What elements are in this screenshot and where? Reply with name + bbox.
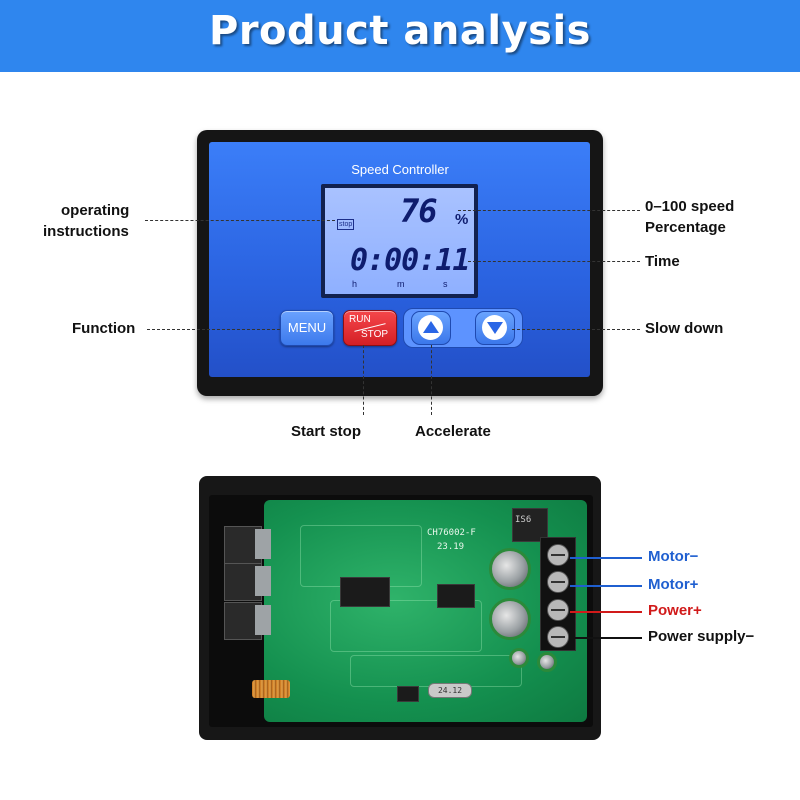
label-operating-line1: operating xyxy=(61,202,130,219)
label-motor-plus: Motor+ xyxy=(648,576,699,593)
pcb-model-number: CH76002-F xyxy=(427,528,476,538)
label-operating-line2: instructions xyxy=(43,223,129,240)
panel-title: Speed Controller xyxy=(351,162,449,177)
driver-chip xyxy=(437,584,475,608)
label-start-stop: Start stop xyxy=(291,423,362,440)
terminal-screw xyxy=(547,571,569,593)
label-time: Time xyxy=(645,253,680,270)
lcd-speed-unit: % xyxy=(455,211,469,228)
relay-component xyxy=(512,508,548,542)
leader-accelerate xyxy=(431,345,432,415)
wire-motor-minus xyxy=(570,557,642,559)
label-slow-down: Slow down xyxy=(645,320,724,337)
lcd-unit-minutes: m xyxy=(397,279,405,289)
capacitor xyxy=(489,598,531,640)
screw-terminal-block xyxy=(540,537,576,651)
label-accelerate: Accelerate xyxy=(415,423,491,440)
antenna-coil xyxy=(252,680,290,698)
run-stop-button[interactable]: RUN STOP xyxy=(343,310,397,346)
leader-start-stop xyxy=(363,345,364,415)
leader-operating xyxy=(145,220,335,221)
terminal-screw xyxy=(547,626,569,648)
leader-function xyxy=(147,329,280,330)
mosfet-leads xyxy=(255,529,271,559)
wire-power-minus xyxy=(570,637,642,639)
mosfet-leads xyxy=(255,566,271,596)
microcontroller-chip xyxy=(340,577,390,607)
small-capacitor xyxy=(509,648,529,668)
lcd-speed-value: 76 xyxy=(400,192,438,230)
slow-down-button[interactable] xyxy=(475,311,515,345)
capacitor xyxy=(489,548,531,590)
label-power-plus: Power+ xyxy=(648,602,702,619)
leader-speed xyxy=(458,210,640,211)
accelerate-button[interactable] xyxy=(411,311,451,345)
title-banner xyxy=(0,0,800,72)
down-arrow-icon xyxy=(482,315,507,340)
label-speed-line2: Percentage xyxy=(645,219,726,236)
mosfet-leads xyxy=(255,605,271,635)
relay-marking: IS6 xyxy=(515,515,532,525)
terminal-screw xyxy=(547,599,569,621)
lcd-unit-hours: h xyxy=(352,279,358,289)
lcd-stop-indicator: stop xyxy=(337,219,355,230)
leader-time xyxy=(468,261,640,262)
small-chip xyxy=(397,686,419,702)
run-label: RUN xyxy=(349,314,371,325)
pcb-date-code: 23.19 xyxy=(437,542,465,552)
banner-title: Product analysis xyxy=(209,8,591,54)
lcd-time-value: 0:00:11 xyxy=(350,243,470,278)
wire-motor-plus xyxy=(570,585,642,587)
lcd-screen xyxy=(325,188,474,294)
leader-slow-down xyxy=(512,329,640,330)
pcb-trace xyxy=(330,600,482,652)
small-capacitor xyxy=(537,652,557,672)
label-motor-minus: Motor− xyxy=(648,548,699,565)
wire-power-plus xyxy=(570,611,642,613)
lcd-unit-seconds: s xyxy=(443,279,448,289)
stop-label: STOP xyxy=(361,329,389,340)
up-arrow-icon xyxy=(418,315,443,340)
label-function: Function xyxy=(72,320,136,337)
crystal-oscillator: 24.12 xyxy=(428,683,472,698)
menu-button[interactable]: MENU xyxy=(280,310,334,346)
label-speed-line1: 0–100 speed xyxy=(645,198,735,215)
terminal-screw xyxy=(547,544,569,566)
label-power-supply-minus: Power supply− xyxy=(648,628,755,645)
